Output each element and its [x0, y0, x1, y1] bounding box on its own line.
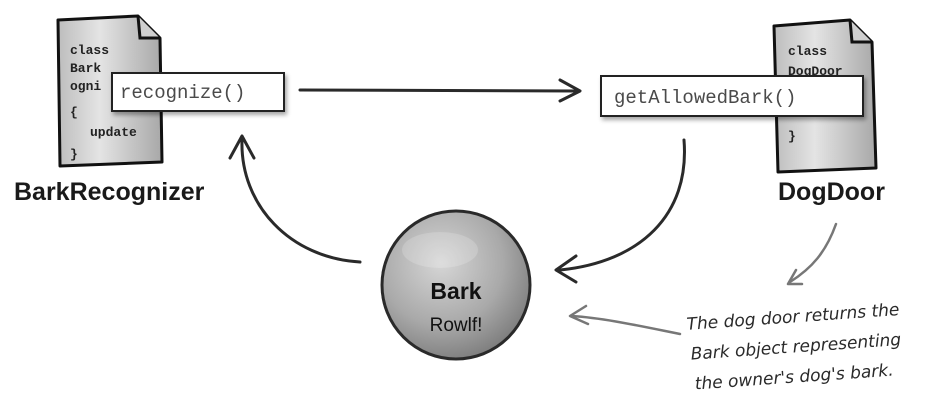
code-line: class: [70, 43, 109, 58]
code-line: class: [788, 44, 827, 59]
get-allowed-bark-method-box: [600, 75, 864, 117]
annotation-arrow-to-dogdoor: [786, 222, 838, 286]
bark-object: Bark Rowlf!: [380, 209, 532, 361]
pass-bark-arrow: [228, 134, 362, 264]
document-fold: [136, 15, 160, 40]
code-line: Bark: [70, 61, 101, 76]
code-line: {: [70, 105, 78, 120]
recognize-method-label: recognize(): [120, 82, 245, 104]
code-line: }: [70, 147, 78, 162]
bark-recognizer-title: BarkRecognizer: [14, 178, 205, 206]
bark-object-sound: Rowlf!: [430, 315, 483, 336]
recognize-method-box: [111, 72, 285, 112]
get-allowed-bark-method-label: getAllowedBark(): [614, 87, 796, 109]
code-line: update: [90, 125, 137, 140]
document-fold: [848, 19, 872, 44]
code-line: }: [788, 129, 796, 144]
annotation-arrow-to-bark: [568, 304, 682, 336]
annotation-line: the owner's dog's bark.: [694, 361, 894, 395]
bark-object-highlight: [402, 232, 478, 268]
call-arrow: [298, 78, 582, 103]
annotation-line: Bark object representing: [690, 330, 902, 365]
annotation-note: The dog door returns the Bark object rep…: [686, 300, 902, 395]
annotation-line: The dog door returns the: [686, 300, 900, 335]
bark-object-circle: [380, 209, 532, 361]
code-line: ogni: [70, 79, 101, 94]
dogdoor-title: DogDoor: [778, 178, 885, 206]
bark-object-title: Bark: [430, 278, 481, 304]
return-arrow: [554, 138, 686, 284]
